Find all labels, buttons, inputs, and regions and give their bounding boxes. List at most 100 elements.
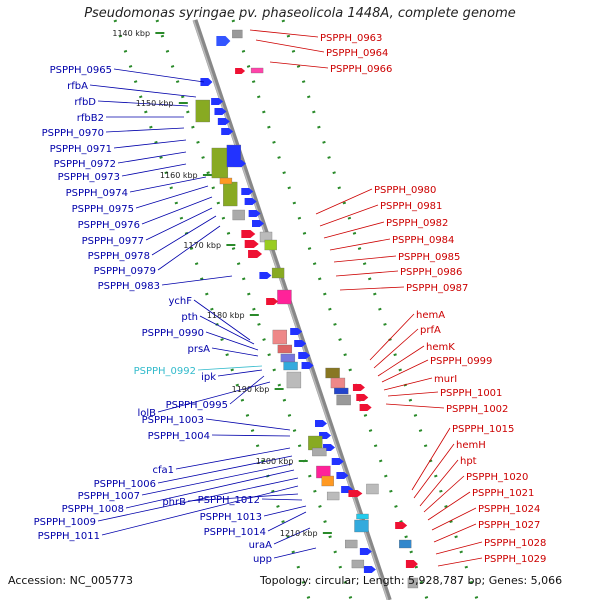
- label-line: [273, 547, 317, 559]
- gene-arrow: [356, 394, 369, 401]
- gene-block: [232, 29, 243, 39]
- right-tick-track: [231, 19, 429, 600]
- label-line: [339, 286, 405, 291]
- gene-label-left: ipk: [201, 372, 216, 383]
- gene-arrow: [211, 98, 224, 105]
- gene-arrow: [298, 352, 311, 359]
- gene-arrow: [200, 78, 213, 86]
- far-right-tick-track: [281, 19, 479, 600]
- gene-block: [277, 289, 292, 305]
- gene-block: [325, 367, 340, 379]
- label-line: [267, 511, 307, 532]
- gene-label-left: cfa1: [152, 465, 174, 476]
- gene-label-right: PSPPH_0986: [400, 267, 462, 278]
- gene-arrow: [363, 566, 376, 573]
- gene-arrow: [214, 108, 227, 115]
- gene-label-right: PSPPH_0987: [406, 283, 468, 294]
- tick-label: 1160 kbp: [160, 171, 198, 180]
- gene-arrow: [405, 560, 418, 568]
- gene-label-left: PSPPH_1011: [38, 531, 100, 542]
- gene-block: [330, 377, 346, 389]
- label-lines-layer: [89, 29, 483, 567]
- gene-block: [334, 387, 349, 395]
- gene-label-right: PSPPH_1001: [440, 388, 502, 399]
- label-line: [261, 498, 303, 501]
- inner-tick-track: [155, 19, 353, 600]
- label-line: [273, 527, 311, 545]
- gene-label-right: PSPPH_0982: [386, 218, 448, 229]
- gene-arrow: [336, 472, 349, 479]
- gene-arrow: [216, 36, 231, 46]
- gene-label-right: hemK: [426, 342, 455, 353]
- gene-arrow: [352, 384, 365, 391]
- gene-arrow: [359, 548, 372, 555]
- gene-block: [354, 519, 369, 533]
- gene-label-left: PSPPH_1004: [148, 431, 210, 442]
- gene-label-left: PSPPH_0974: [66, 188, 128, 199]
- gene-block: [336, 394, 351, 406]
- gene-arrow: [241, 230, 256, 238]
- label-line: [197, 365, 263, 371]
- gene-arrow: [217, 118, 230, 125]
- label-line: [315, 188, 373, 215]
- gene-label-right: hpt: [460, 456, 477, 467]
- label-line: [433, 523, 477, 543]
- gene-arrow: [221, 128, 234, 135]
- gene-arrow: [241, 188, 254, 195]
- gene-block: [223, 181, 238, 207]
- gene-label-left: PSPPH_0975: [72, 204, 134, 215]
- gene-label-left: PSPPH_1006: [94, 479, 156, 490]
- gene-label-left: PSPPH_1013: [200, 512, 262, 523]
- label-line: [199, 315, 255, 345]
- gene-block: [366, 483, 379, 495]
- gene-label-right: murI: [434, 374, 457, 385]
- gene-label-left: PSPPH_1014: [204, 527, 266, 538]
- label-line: [101, 485, 299, 536]
- gene-arrow: [233, 160, 246, 167]
- gene-label-left: PSPPH_0965: [50, 65, 112, 76]
- tick-label: 1210 kbp: [280, 529, 318, 538]
- label-line: [333, 255, 397, 263]
- gene-block: [264, 239, 277, 251]
- tick-label: 1170 kbp: [183, 241, 221, 250]
- backbone-layer: [192, 19, 392, 600]
- gene-arrow: [348, 490, 363, 497]
- gene-label-left: PSPPH_1012: [198, 495, 260, 506]
- label-line: [229, 375, 265, 405]
- tick-label: 1200 kbp: [256, 457, 294, 466]
- tick-label: 1140 kbp: [112, 29, 150, 38]
- label-line: [157, 455, 293, 484]
- gene-label-left: PSPPH_0976: [78, 220, 140, 231]
- map-title: Pseudomonas syringae pv. phaseolicola 14…: [84, 6, 516, 21]
- label-line: [97, 100, 189, 107]
- label-line: [323, 221, 385, 239]
- gene-label-right: PSPPH_1020: [466, 472, 528, 483]
- gene-arrow: [244, 198, 257, 205]
- label-line: [381, 359, 429, 383]
- gene-label-left: PSPPH_0970: [42, 128, 104, 139]
- label-line: [377, 345, 425, 377]
- gene-label-left: PSPPH_0973: [58, 172, 120, 183]
- gene-label-left: PSPPH_1009: [34, 517, 96, 528]
- label-line: [121, 163, 187, 177]
- gene-block: [195, 99, 210, 123]
- label-line: [151, 215, 217, 256]
- label-line: [157, 225, 221, 271]
- label-line: [427, 491, 471, 521]
- gene-label-left: rfbD: [74, 97, 96, 108]
- gene-label-left: ychF: [168, 296, 192, 307]
- label-line: [125, 469, 295, 509]
- label-line: [385, 403, 445, 409]
- gene-label-right: PSPPH_0964: [326, 48, 388, 59]
- gene-arrow: [359, 404, 372, 411]
- outer-tick-track: [113, 19, 311, 600]
- gene-arrow: [395, 522, 408, 529]
- gene-block: [232, 209, 245, 221]
- gene-block: [407, 577, 419, 589]
- gene-block: [321, 475, 334, 487]
- gene-label-right: PSPPH_0981: [380, 201, 442, 212]
- gene-arrow: [235, 68, 246, 74]
- label-line: [413, 443, 455, 499]
- genome-backbone-highlight: [192, 19, 389, 600]
